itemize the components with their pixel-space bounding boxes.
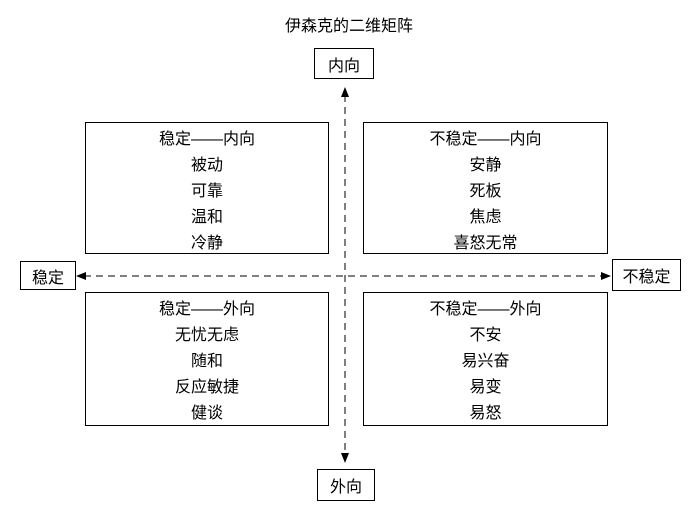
left-arrowhead-icon: [76, 272, 86, 280]
quadrant-item: 无忧无虑: [174, 327, 239, 344]
diagram-title: 伊森克的二维矩阵: [284, 18, 413, 35]
quadrant-unstable-introvert: 不稳定——内向 安静 死板 焦虑 喜怒无常: [363, 122, 608, 254]
quadrant-heading: 不稳定——外向: [429, 301, 542, 318]
quadrant-item: 焦虑: [469, 209, 502, 226]
quadrant-item: 安静: [469, 157, 502, 174]
axis-label-stable-text: 稳定: [31, 269, 64, 287]
quadrant-item: 喜怒无常: [453, 235, 518, 252]
quadrant-heading: 稳定——外向: [158, 301, 255, 318]
quadrant-stable-introvert: 稳定——内向 被动 可靠 温和 冷静: [85, 122, 329, 254]
quadrant-item: 健谈: [190, 405, 223, 422]
quadrant-item: 温和: [190, 209, 223, 226]
quadrant-heading: 稳定——内向: [158, 131, 255, 148]
quadrant-heading: 不稳定——内向: [429, 131, 542, 148]
axis-label-introvert-text: 内向: [327, 57, 360, 75]
quadrant-item: 被动: [190, 157, 223, 174]
quadrant-item: 易兴奋: [461, 353, 510, 370]
axis-label-stable: 稳定: [20, 261, 76, 290]
quadrant-item: 冷静: [190, 235, 223, 252]
quadrant-stable-extrovert: 稳定——外向 无忧无虑 随和 反应敏捷 健谈: [85, 292, 329, 426]
axis-label-introvert: 内向: [314, 48, 374, 79]
down-arrowhead-icon: [341, 453, 349, 463]
quadrant-unstable-extrovert: 不稳定——外向 不安 易兴奋 易变 易怒: [363, 292, 608, 426]
axis-label-unstable: 不稳定: [612, 259, 681, 291]
quadrant-item: 反应敏捷: [174, 379, 239, 396]
quadrant-item: 易变: [469, 379, 502, 396]
quadrant-item: 随和: [190, 353, 223, 370]
axis-label-unstable-text: 不稳定: [622, 269, 671, 286]
right-arrowhead-icon: [601, 272, 611, 280]
quadrant-item: 可靠: [190, 183, 223, 200]
quadrant-item: 死板: [469, 183, 502, 200]
quadrant-item: 不安: [469, 327, 502, 344]
up-arrowhead-icon: [341, 87, 349, 97]
axis-label-extrovert: 外向: [317, 469, 375, 501]
quadrant-item: 易怒: [469, 405, 502, 422]
axis-label-extrovert-text: 外向: [329, 479, 362, 496]
